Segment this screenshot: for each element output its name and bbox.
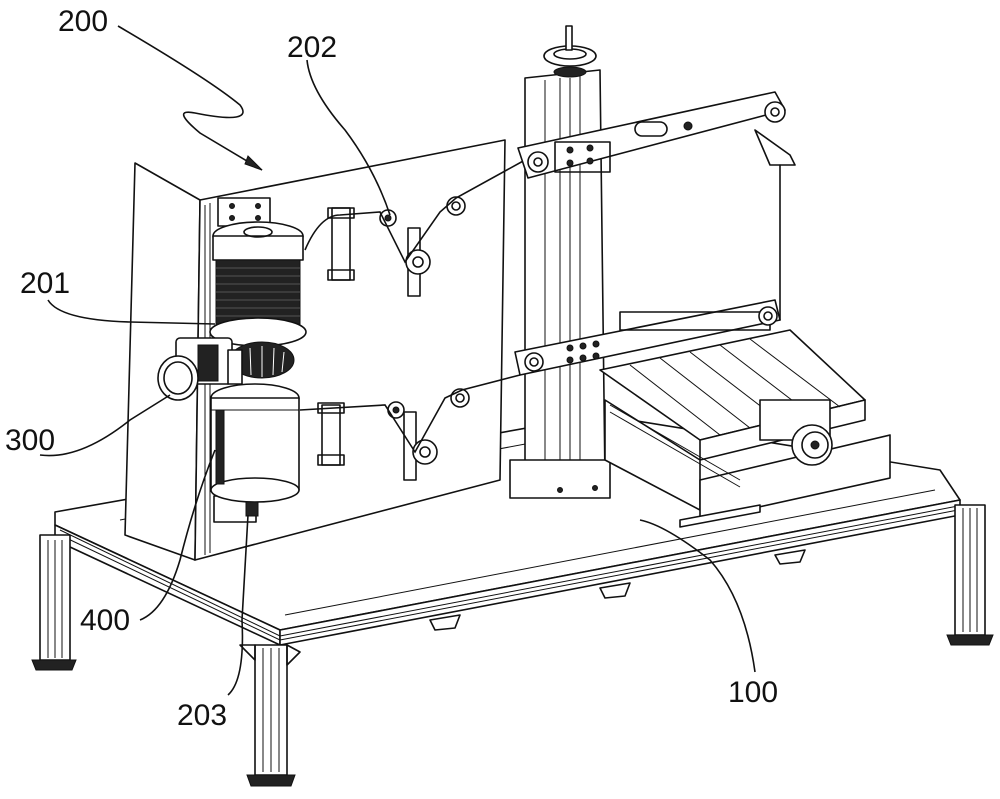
table-leg-right xyxy=(946,504,994,646)
leader-203 xyxy=(227,514,249,696)
label-202: 202 xyxy=(287,31,337,64)
leader-400 xyxy=(139,449,216,621)
lower-arm xyxy=(514,299,781,376)
guide-pulleys xyxy=(299,159,526,481)
base-table xyxy=(31,414,994,787)
upper-spool xyxy=(209,221,307,379)
vertical-column xyxy=(509,25,611,499)
leader-300 xyxy=(39,394,171,457)
upper-arm xyxy=(517,91,796,321)
leader-100 xyxy=(639,519,756,673)
leader-202 xyxy=(306,59,391,216)
label-200: 200 xyxy=(58,5,108,38)
table-leg-front-left xyxy=(31,534,77,671)
label-300: 300 xyxy=(5,424,55,457)
label-100: 100 xyxy=(728,676,778,709)
label-203: 203 xyxy=(177,699,227,732)
table-leg-front-center xyxy=(239,644,301,787)
drive-motor xyxy=(157,337,243,401)
leader-200 xyxy=(117,25,263,171)
lower-spool xyxy=(210,383,300,517)
label-400: 400 xyxy=(80,604,130,637)
leader-201 xyxy=(47,299,216,325)
leader-lines xyxy=(39,25,756,696)
label-201: 201 xyxy=(20,267,70,300)
xy-stage xyxy=(599,329,891,528)
